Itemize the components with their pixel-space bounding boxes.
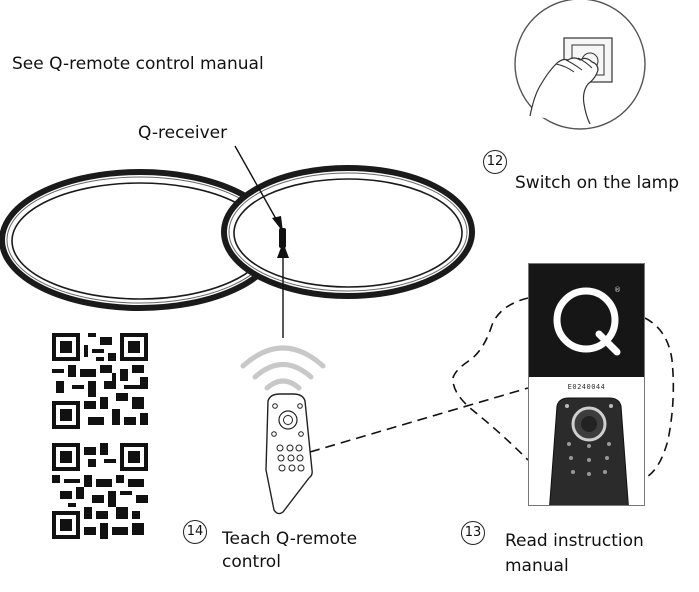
receiver-module-icon (279, 228, 286, 248)
hand-switch-icon (514, 0, 646, 130)
step-number-read-manual: 13 (461, 521, 485, 545)
manual-remote-image (549, 397, 629, 505)
read-manual-text-line1: Read instruction (505, 531, 644, 551)
qr-code-icon (52, 443, 148, 539)
remote-signal-arrow (277, 242, 289, 338)
registered-mark: ® (614, 286, 621, 294)
q-receiver-label: Q-receiver (138, 123, 228, 143)
instruction-manual-card: ® E0240044 (528, 263, 645, 506)
manual-product-code: E0240044 (567, 383, 606, 391)
step-number-teach: 14 (183, 520, 207, 544)
lamp-ring-right (221, 165, 475, 299)
read-manual-text-line2: manual (505, 556, 569, 576)
qr-code-icon (52, 333, 148, 429)
receiver-pointer-arrow (234, 145, 283, 232)
manual-left-dashed-outline (452, 297, 529, 461)
remote-control-icon (265, 393, 313, 515)
teach-text-line1: Teach Q-remote (222, 529, 358, 549)
manual-header: ® (529, 264, 644, 377)
manual-right-dashed-outline (644, 317, 675, 479)
switch-on-text: Switch on the lamp (515, 173, 679, 193)
teach-text-line2: control (222, 552, 281, 572)
signal-waves-icon (240, 345, 326, 391)
manual-reference-text: See Q-remote control manual (12, 54, 264, 74)
step-number-switch-on: 12 (483, 150, 507, 174)
q-logo-icon (553, 287, 621, 356)
remote-to-manual-dashed-line (309, 387, 529, 453)
